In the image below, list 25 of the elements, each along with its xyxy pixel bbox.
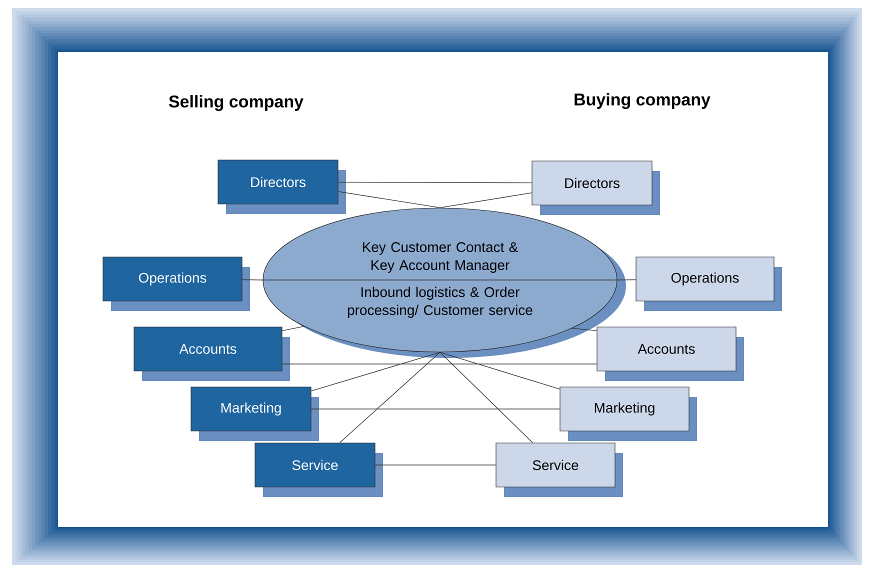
department-box: Marketing (190, 386, 319, 441)
department-box: Accounts (134, 326, 290, 381)
connector-line (440, 192, 532, 208)
connector-line (282, 326, 305, 332)
department-box: Operations (102, 256, 250, 311)
connector-line (338, 191, 440, 208)
connector-line (339, 352, 440, 444)
department-box: Service (254, 442, 383, 497)
connector-line (242, 279, 264, 280)
department-box: Marketing (560, 386, 697, 441)
connector-line (338, 182, 532, 184)
department-box: Operations (636, 256, 782, 311)
connector-line (440, 352, 560, 390)
connector-line (374, 464, 496, 466)
connector-line (440, 352, 534, 444)
connector-line (616, 279, 636, 280)
department-box: Service (496, 442, 623, 497)
connector-line (310, 408, 560, 410)
department-box: Directors (218, 160, 346, 214)
connector-line (571, 328, 598, 332)
heading: Buying company (574, 93, 710, 109)
department-box: Directors (532, 160, 660, 215)
connector-line (310, 352, 440, 392)
department-box: Accounts (596, 326, 744, 381)
heading: Selling company (168, 95, 304, 111)
